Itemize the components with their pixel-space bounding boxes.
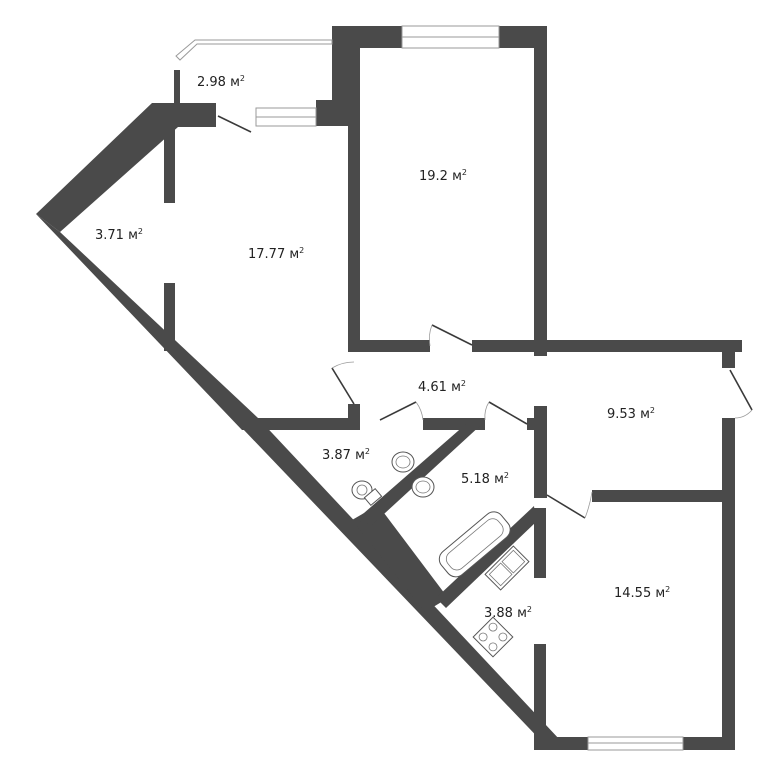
center-vertical-wall-mid <box>534 508 546 578</box>
door-bathroom <box>484 401 528 425</box>
partition-storage-lower <box>164 283 175 351</box>
door-bedroom-large <box>428 324 473 347</box>
bathtub-icon <box>438 511 511 578</box>
doors <box>217 115 753 519</box>
window-bedroom-corner <box>587 736 684 751</box>
window-living-room-balcony-door <box>255 107 317 127</box>
windows <box>175 25 684 751</box>
bedroom-large-bottom-left <box>348 340 430 352</box>
bedroom-small-right-upper <box>722 340 735 368</box>
room-label-kitchen: 3.88 м2 <box>484 605 532 621</box>
bedroom-corner-bottom-right <box>683 737 735 750</box>
exterior-wall-south-diagonal <box>242 418 560 748</box>
exterior-wall-southwest-diagonal <box>36 214 258 430</box>
walls <box>36 26 742 750</box>
bedroom-large-left-upper <box>332 26 360 126</box>
sink-toilet-icon <box>391 451 415 473</box>
bathroom-kitchen-partition <box>436 506 536 608</box>
bedroom-large-bottom-right <box>472 340 742 352</box>
room-label-bedroom-large: 19.2 м2 <box>419 168 467 184</box>
bedroom-large-right <box>534 26 547 356</box>
door-living-room <box>331 361 355 405</box>
room-label-living-room: 17.77 м2 <box>248 246 304 262</box>
window-bedroom-large <box>401 25 500 49</box>
sink-bathroom-icon <box>411 476 435 498</box>
room-label-bedroom-small: 9.53 м2 <box>607 406 655 422</box>
toilet-bowl-icon <box>351 480 383 507</box>
room-label-bedroom-corner: 14.55 м2 <box>614 585 670 601</box>
door-balcony <box>217 115 252 133</box>
stove-icon <box>472 616 514 658</box>
room-label-hallway: 4.61 м2 <box>418 379 466 395</box>
room-labels: 2.98 м2 3.71 м2 17.77 м2 19.2 м2 4.61 м2… <box>95 74 670 621</box>
room-label-toilet: 3.87 м2 <box>322 447 370 463</box>
hallway-bottom-left <box>242 418 360 430</box>
room-label-balcony: 2.98 м2 <box>197 74 245 90</box>
center-vertical-wall-lower <box>534 644 546 750</box>
window-balcony <box>175 39 333 61</box>
door-toilet <box>379 401 424 421</box>
bedroom-corner-bottom-left <box>534 737 588 750</box>
partition-storage-upper <box>164 127 175 203</box>
bedroom-corner-top <box>592 490 735 502</box>
interior-wall-thick-diagonal <box>352 505 448 612</box>
exterior-wall-northwest-diagonal <box>36 103 216 232</box>
toilet-bathroom-partition <box>356 424 482 525</box>
kitchen-sink-icon <box>484 545 530 591</box>
bedroom-small-right-lower <box>722 418 735 750</box>
balcony-left-stub <box>174 70 180 103</box>
bedroom-large-left <box>348 126 360 350</box>
door-bedroom-corner <box>546 491 593 519</box>
door-bedroom-small <box>729 369 753 419</box>
fixtures <box>351 451 530 658</box>
room-label-bathroom: 5.18 м2 <box>461 471 509 487</box>
center-vertical-wall-upper <box>534 406 547 498</box>
room-label-storage: 3.71 м2 <box>95 227 143 243</box>
